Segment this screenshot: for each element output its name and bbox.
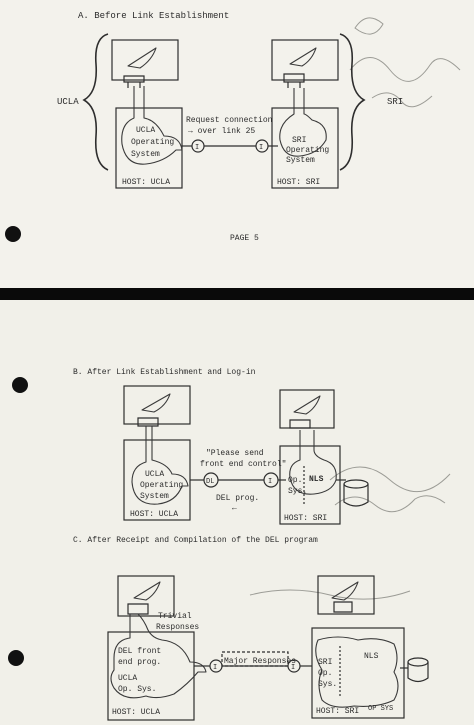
b-right-os-outline (289, 430, 337, 495)
c-major-box (221, 651, 289, 667)
caption-b: B. After Link Establishment and Log-in (73, 368, 256, 377)
b-left-os-line-2: Operating (140, 481, 183, 490)
b-left-screen-cursor-icon (141, 393, 171, 413)
c-disk-drum-icon (400, 657, 429, 683)
diagrams-b-c: B. After Link Establishment and Log-in U… (73, 368, 451, 721)
right-os-outline (279, 88, 327, 157)
left-imp-label: I (195, 144, 199, 152)
left-screen-cursor-icon (127, 47, 157, 69)
bottom-sheet: B. After Link Establishment and Log-in U… (0, 300, 474, 725)
b-left-terminal-screen (123, 385, 191, 425)
c-side-tag: OP SYS (368, 705, 393, 713)
c-left-os-line-2: Op. Sys. (118, 685, 156, 694)
b-disk-drum-icon (336, 479, 369, 507)
b-right-host-label: HOST: SRI (284, 514, 327, 523)
b-left-keyboard-icon (137, 417, 159, 427)
right-os-line-2: Operating (286, 146, 329, 155)
left-terminal-screen (111, 39, 179, 81)
b-nls-label: NLS (309, 475, 324, 484)
right-brace (339, 33, 366, 171)
message-line-1: Request connection (186, 116, 273, 125)
diagram-a: A. Before Link Establishment UCLA SRI UC… (57, 11, 461, 243)
left-os-outline (121, 86, 183, 165)
left-site-label: UCLA (57, 97, 79, 107)
b-right-host-box (279, 445, 341, 525)
b-right-os-line-1: Op. (288, 476, 302, 485)
c-right-host-label: HOST: SRI (316, 707, 359, 716)
right-os-line-1: SRI (292, 136, 306, 145)
c-right-os-line-3: Sys. (318, 680, 337, 689)
left-brace (82, 33, 109, 171)
c-right-keyboard-icon (333, 601, 353, 613)
c-right-os-outline (315, 636, 399, 708)
b-left-os-line-3: System (140, 492, 169, 501)
b-right-terminal-screen (279, 389, 335, 429)
b-right-keyboard-icon (289, 419, 311, 429)
c-left-terminal-screen (117, 575, 175, 617)
b-left-imp-label: DL (206, 478, 214, 486)
right-os-line-3: System (286, 156, 315, 165)
caption-a: A. Before Link Establishment (78, 11, 229, 21)
c-nls-label: NLS (364, 652, 379, 661)
right-screen-cursor-icon (289, 47, 317, 67)
right-host-label: HOST: SRI (277, 178, 320, 187)
c-left-imp-label: I (213, 664, 217, 672)
c-left-prog-line-1: DEL front (118, 647, 161, 656)
message-line-2: → over link 25 (188, 127, 255, 136)
c-right-host-box (311, 627, 405, 719)
b-left-arrow: ← (232, 504, 237, 513)
left-os-line-3: System (131, 150, 160, 159)
right-site-label: SRI (387, 97, 403, 107)
c-left-prog-line-2: end prog. (118, 658, 161, 667)
left-keyboard-icon (123, 75, 145, 88)
sheet-gap (0, 288, 474, 300)
b-message-line-1: "Please send (206, 449, 264, 458)
c-left-keyboard-icon (127, 603, 149, 615)
binder-hole (5, 226, 21, 242)
top-sheet: A. Before Link Establishment UCLA SRI UC… (0, 0, 474, 288)
c-trivial-line-2: Responses (156, 623, 199, 632)
c-major-label: Major Responses (224, 657, 296, 666)
left-os-line-1: UCLA (136, 126, 155, 135)
c-left-screen-cursor-icon (133, 581, 161, 601)
b-left-host-box (123, 439, 191, 521)
b-left-os-line-1: UCLA (145, 470, 164, 479)
right-keyboard-icon (283, 73, 305, 88)
background-handwriting (349, 17, 461, 108)
right-terminal-screen (271, 39, 339, 81)
right-host-box (271, 107, 339, 189)
c-right-imp-label: I (291, 664, 295, 672)
c-left-os-line-1: UCLA (118, 674, 137, 683)
c-right-os-line-2: Op. (318, 669, 332, 678)
b-message-line-2: front end control" (200, 460, 286, 469)
binder-hole (8, 650, 24, 666)
c-trivial-line-1: Trivial (158, 612, 192, 621)
b-right-os-line-2: Sys. (288, 487, 307, 496)
right-imp-label: I (259, 144, 263, 152)
b-left-os-outline (131, 426, 189, 505)
background-handwriting (249, 466, 451, 600)
binder-hole (12, 377, 28, 393)
c-right-terminal-screen (317, 575, 375, 615)
c-left-prog-outline (110, 613, 207, 699)
caption-c: C. After Receipt and Compilation of the … (73, 536, 318, 545)
c-left-host-label: HOST: UCLA (112, 708, 160, 717)
c-right-screen-cursor-icon (331, 581, 359, 601)
c-right-os-line-1: SRI (318, 658, 332, 667)
left-os-line-2: Operating (131, 138, 174, 147)
left-host-label: HOST: UCLA (122, 178, 170, 187)
b-program-label: DEL prog. (216, 494, 259, 503)
b-right-screen-cursor-icon (293, 395, 321, 415)
page-label: PAGE 5 (230, 234, 259, 243)
b-right-imp-label: I (268, 478, 272, 486)
b-left-host-label: HOST: UCLA (130, 510, 178, 519)
